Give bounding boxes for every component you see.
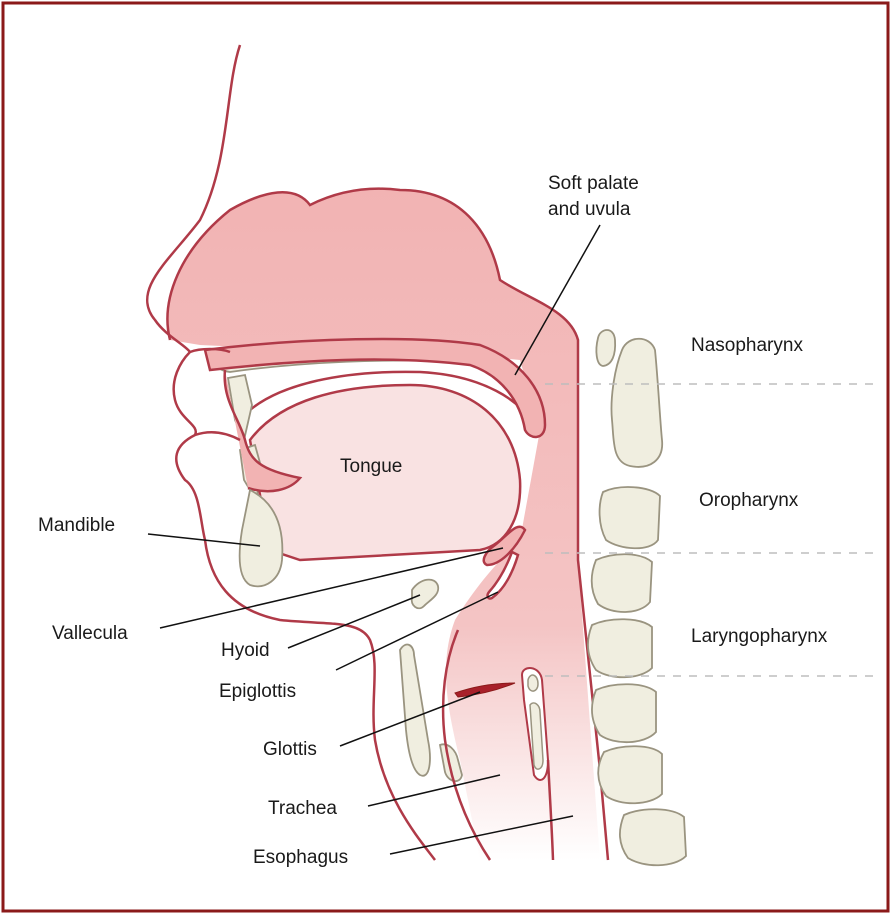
label-mandible: Mandible	[38, 515, 115, 536]
vertebra-t1	[620, 809, 686, 865]
vertebra-c4	[592, 554, 652, 612]
label-tongue: Tongue	[340, 456, 402, 477]
label-esophagus: Esophagus	[253, 847, 348, 868]
label-soft-palate-line1: Soft palate	[548, 173, 639, 194]
arytenoid-inner	[528, 675, 538, 691]
label-glottis: Glottis	[263, 739, 317, 760]
label-epiglottis: Epiglottis	[219, 681, 296, 702]
label-hyoid: Hyoid	[221, 640, 270, 661]
vertebra-c1-anterior	[596, 330, 615, 366]
vertebra-c2	[611, 339, 662, 467]
label-trachea: Trachea	[268, 798, 337, 819]
vertebra-c5	[588, 619, 652, 677]
vertebra-c6	[592, 684, 656, 742]
label-laryngopharynx: Laryngopharynx	[691, 626, 828, 647]
label-oropharynx: Oropharynx	[699, 490, 799, 511]
label-nasopharynx: Nasopharynx	[691, 335, 803, 356]
label-soft-palate-line2: and uvula	[548, 199, 631, 220]
vertebra-c7	[598, 746, 662, 803]
vertebra-c3	[600, 487, 660, 548]
label-vallecula: Vallecula	[52, 623, 128, 644]
